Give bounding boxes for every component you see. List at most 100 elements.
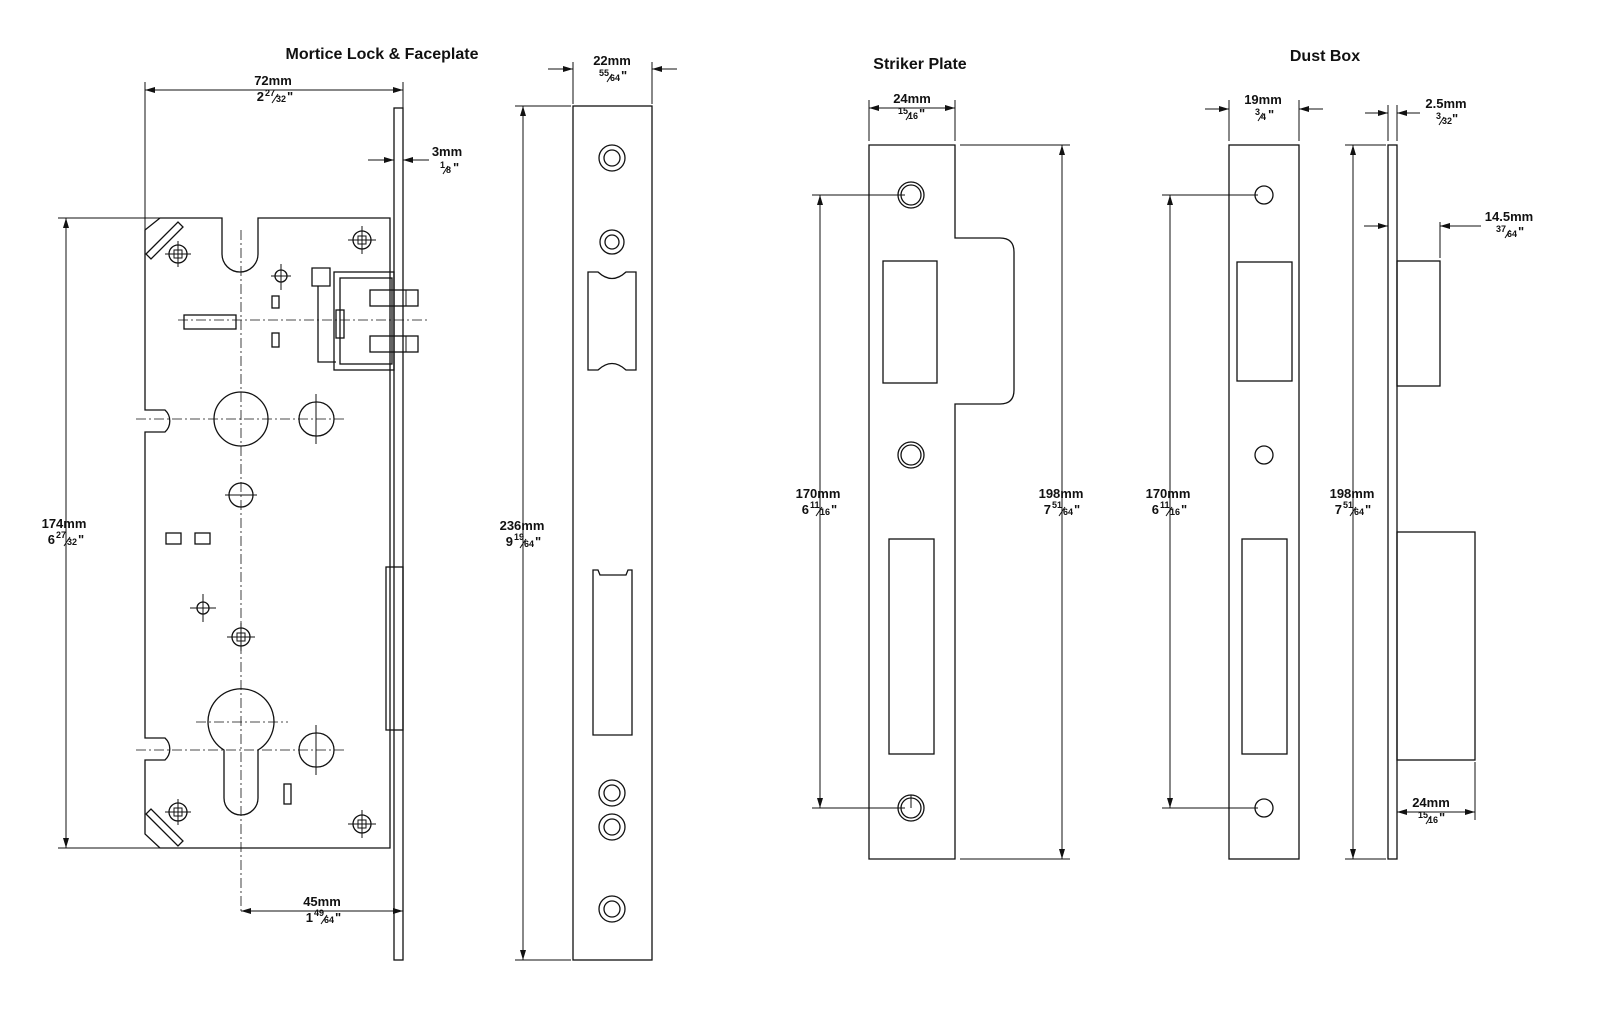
svg-text:": " — [287, 89, 293, 104]
dust-box-side — [1387, 144, 1476, 860]
svg-text:3: 3 — [1255, 107, 1260, 117]
svg-text:6: 6 — [802, 502, 809, 517]
svg-text:16: 16 — [1170, 507, 1180, 517]
svg-text:2: 2 — [257, 89, 264, 104]
bolt-cutout — [592, 569, 633, 736]
dim-dust-thickness: 2.5mm 3 32 " — [1425, 96, 1466, 126]
svg-text:198mm: 198mm — [1039, 486, 1084, 501]
svg-text:11: 11 — [1160, 500, 1170, 510]
fixing-screw-bottom-right — [348, 810, 376, 838]
svg-text:19: 19 — [514, 532, 524, 542]
striker-plate — [868, 144, 1015, 860]
svg-text:": " — [453, 160, 459, 175]
svg-text:24mm: 24mm — [1412, 795, 1450, 810]
svg-text:": " — [1074, 502, 1080, 517]
svg-text:7: 7 — [1044, 502, 1051, 517]
dim-dust-fixings: 170mm 6 11 16 " — [1146, 486, 1191, 517]
svg-text:": " — [1181, 502, 1187, 517]
svg-text:64: 64 — [524, 539, 534, 549]
svg-text:174mm: 174mm — [42, 516, 87, 531]
dim-dust-box-depth: 24mm 15 16 " — [1412, 795, 1450, 825]
svg-text:72mm: 72mm — [254, 73, 292, 88]
fixing-screw-top-left — [165, 241, 191, 267]
svg-text:": " — [535, 534, 541, 549]
dim-faceplate-width: 22mm 55 64 " — [593, 53, 631, 83]
svg-text:32: 32 — [67, 537, 77, 547]
svg-text:4: 4 — [1261, 112, 1266, 122]
svg-text:22mm: 22mm — [593, 53, 631, 68]
mortice-lock-title: Mortice Lock & Faceplate — [286, 46, 479, 63]
svg-text:170mm: 170mm — [796, 486, 841, 501]
faceplate-front — [572, 105, 653, 961]
svg-text:16: 16 — [908, 111, 918, 121]
svg-text:27: 27 — [265, 88, 275, 98]
svg-text:": " — [78, 532, 84, 547]
svg-text:32: 32 — [1442, 116, 1452, 126]
fraction-slashes — [63, 73, 1511, 925]
svg-text:": " — [621, 68, 627, 83]
dim-backset: 45mm 1 49 64 " — [303, 894, 341, 925]
svg-text:198mm: 198mm — [1330, 486, 1375, 501]
svg-text:27: 27 — [56, 530, 66, 540]
svg-text:": " — [1518, 224, 1524, 239]
svg-text:49: 49 — [314, 908, 324, 918]
svg-text:1: 1 — [306, 910, 313, 925]
svg-text:6: 6 — [1152, 502, 1159, 517]
dim-striker-height: 198mm 7 51 64 " — [1039, 486, 1084, 517]
svg-text:37: 37 — [1496, 224, 1506, 234]
dim-dust-width: 19mm 3 4 " — [1244, 92, 1282, 122]
dust-box-front — [1228, 144, 1300, 860]
dim-faceplate-thickness: 3mm 1 8 " — [432, 144, 462, 175]
striker-plate-title: Striker Plate — [873, 56, 966, 73]
svg-text:8: 8 — [446, 165, 451, 175]
svg-text:6: 6 — [48, 532, 55, 547]
dimension-lines — [58, 62, 1481, 961]
svg-text:64: 64 — [1354, 507, 1364, 517]
svg-text:16: 16 — [820, 507, 830, 517]
svg-text:64: 64 — [610, 73, 620, 83]
svg-text:51: 51 — [1343, 500, 1353, 510]
svg-text:7: 7 — [1335, 502, 1342, 517]
svg-text:24mm: 24mm — [893, 91, 931, 106]
mortice-lock-body — [136, 217, 428, 912]
svg-text:3: 3 — [1436, 111, 1441, 121]
faceplate-side — [385, 107, 404, 961]
fixing-screw-top-right — [348, 226, 376, 254]
svg-text:3mm: 3mm — [432, 144, 462, 159]
svg-text:14.5mm: 14.5mm — [1485, 209, 1533, 224]
dim-dust-height: 198mm 7 51 64 " — [1330, 486, 1375, 517]
svg-text:": " — [335, 910, 341, 925]
euro-cylinder-hole — [207, 688, 275, 816]
svg-text:1: 1 — [440, 160, 445, 170]
svg-text:19mm: 19mm — [1244, 92, 1282, 107]
svg-text:236mm: 236mm — [500, 518, 545, 533]
svg-text:16: 16 — [1428, 815, 1438, 825]
svg-text:15: 15 — [898, 106, 908, 116]
dust-box-title: Dust Box — [1290, 48, 1360, 65]
svg-text:": " — [1268, 107, 1274, 122]
fixing-screw-bottom-left — [165, 799, 191, 825]
dim-dust-depth: 14.5mm 37 64 " — [1485, 209, 1533, 239]
dim-lock-height: 174mm 6 27 32 " — [42, 516, 87, 547]
dim-striker-width: 24mm 15 16 " — [893, 91, 931, 121]
svg-text:51: 51 — [1052, 500, 1062, 510]
fixing-screw-middle — [227, 623, 255, 651]
svg-text:": " — [831, 502, 837, 517]
svg-text:9: 9 — [506, 534, 513, 549]
dim-faceplate-height: 236mm 9 19 64 " — [500, 518, 545, 549]
latch-cutout — [587, 271, 637, 371]
svg-text:64: 64 — [1507, 229, 1517, 239]
svg-text:32: 32 — [276, 94, 286, 104]
svg-text:55: 55 — [599, 68, 609, 78]
spindle-hole — [213, 391, 269, 447]
svg-text:15: 15 — [1418, 810, 1428, 820]
svg-text:170mm: 170mm — [1146, 486, 1191, 501]
svg-text:11: 11 — [810, 500, 820, 510]
svg-text:": " — [1365, 502, 1371, 517]
svg-text:45mm: 45mm — [303, 894, 341, 909]
svg-text:64: 64 — [324, 915, 334, 925]
svg-text:": " — [919, 106, 925, 121]
svg-text:": " — [1439, 810, 1445, 825]
dim-lock-width: 72mm 2 27 32 " — [254, 73, 293, 104]
